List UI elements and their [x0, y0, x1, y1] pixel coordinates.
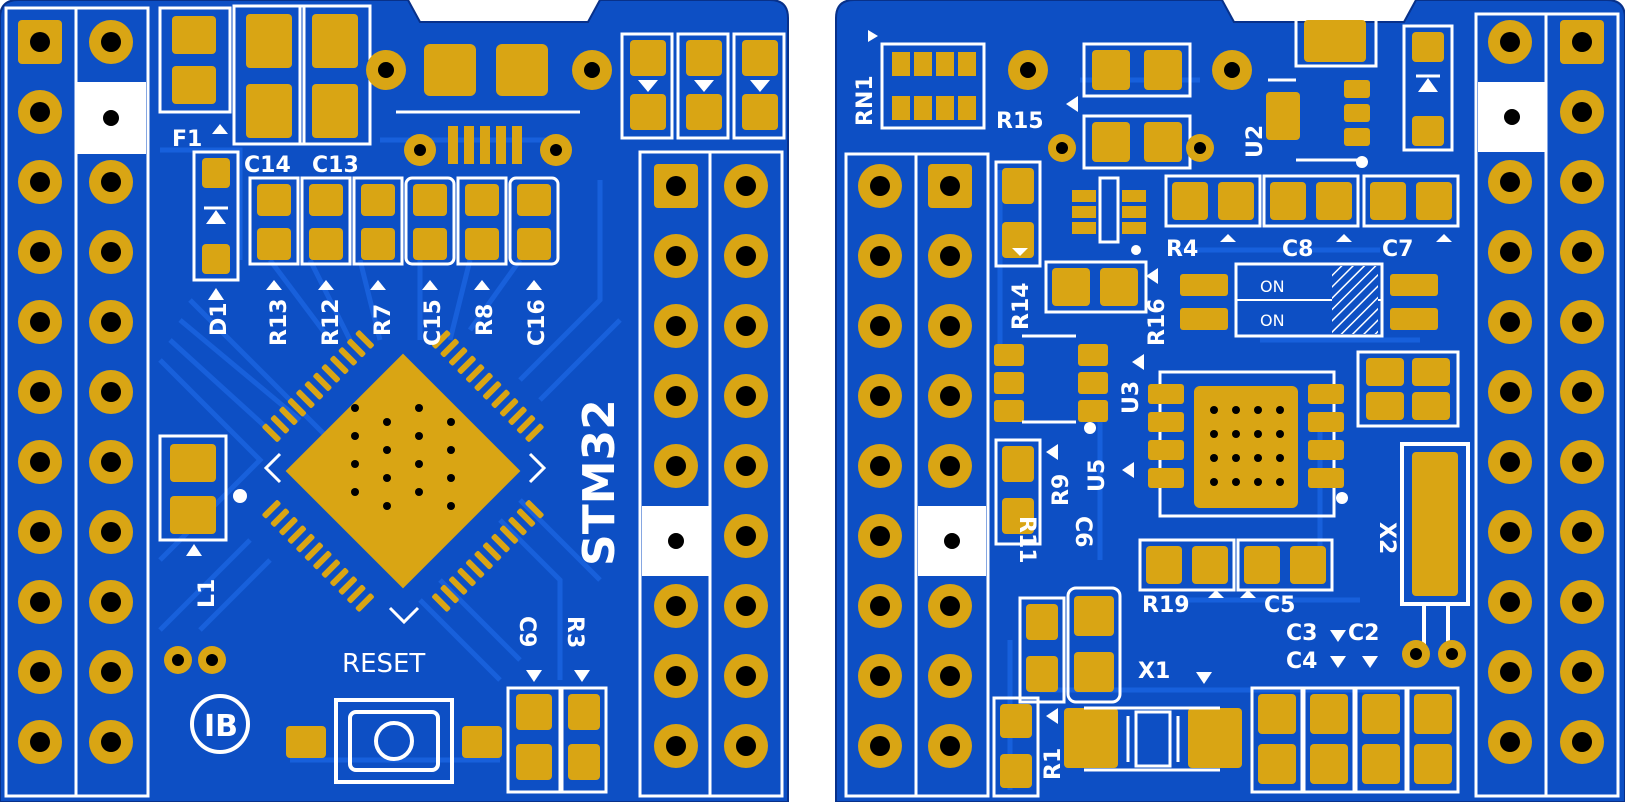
passive-footprint	[508, 176, 560, 266]
label-c8: C8	[1282, 237, 1313, 262]
dip-switch-label-1: ON	[1260, 277, 1285, 296]
mcu-label: STM32	[574, 399, 625, 566]
label-r11: R11	[1014, 516, 1039, 564]
label-l1: L1	[195, 579, 220, 608]
label-f1: F1	[172, 127, 202, 152]
label-c15: C15	[421, 299, 446, 346]
passive-footprint	[248, 176, 300, 266]
label-rn1: RN1	[853, 75, 878, 126]
label-u5: U5	[1085, 459, 1110, 492]
label-d1: D1	[207, 302, 232, 336]
logo-text: IB	[204, 709, 238, 744]
label-c2: C2	[1348, 621, 1379, 646]
label-x1: X1	[1138, 659, 1170, 684]
label-r7: R7	[371, 304, 396, 336]
passive-footprint	[352, 176, 404, 266]
label-c4: C4	[1286, 649, 1317, 674]
u5-chip	[1148, 370, 1348, 518]
l1-footprint	[158, 434, 228, 542]
label-r8: R8	[473, 304, 498, 336]
label-c3: C3	[1286, 621, 1317, 646]
label-r13: R13	[267, 298, 292, 346]
label-c7: C7	[1382, 237, 1413, 262]
left-board: F1 C14 C13 D1 R13 R12 R7 C15 R8 C16 L1 C…	[0, 0, 789, 802]
left-passive-row	[248, 176, 560, 290]
left-header-a-pins	[18, 20, 133, 764]
label-c13: C13	[312, 153, 359, 178]
label-c16: C16	[525, 299, 550, 346]
label-c14: C14	[244, 153, 291, 178]
reset-switch	[286, 698, 502, 784]
cap-cluster	[1250, 686, 1460, 794]
label-r16: R16	[1145, 298, 1170, 346]
f1-footprint	[158, 6, 232, 114]
u2-regulator	[1266, 14, 1378, 168]
reset-label: RESET	[342, 649, 425, 679]
label-r12: R12	[319, 298, 344, 346]
label-r9: R9	[1049, 474, 1074, 506]
label-u3: U3	[1119, 381, 1144, 414]
x2-crystal	[1400, 442, 1470, 606]
right-board: ON ON	[835, 0, 1625, 802]
dip-switch: ON ON	[1180, 262, 1438, 338]
label-u2: U2	[1243, 125, 1268, 158]
ib-logo-icon	[190, 694, 250, 754]
left-top-right-parts	[620, 32, 786, 140]
mcu-qfp48	[233, 330, 547, 625]
passive-footprint	[456, 176, 508, 266]
label-r19: R19	[1142, 593, 1190, 618]
label-c6: C6	[1070, 516, 1095, 547]
usb-connector	[366, 44, 612, 166]
label-r15: R15	[996, 109, 1044, 134]
label-c9: C9	[514, 616, 539, 647]
label-r3: R3	[562, 616, 587, 648]
label-r14: R14	[1009, 282, 1034, 330]
dip-switch-label-2: ON	[1260, 311, 1285, 330]
passive-footprint	[300, 176, 352, 266]
label-x2: X2	[1374, 522, 1399, 554]
passive-footprint	[404, 176, 456, 266]
label-r1: R1	[1041, 748, 1066, 780]
d1-footprint	[192, 150, 240, 282]
rn1-footprint	[880, 42, 986, 130]
label-c5: C5	[1264, 593, 1295, 618]
left-header-b-pins	[654, 164, 768, 768]
label-r4: R4	[1166, 237, 1198, 262]
x1-crystal	[1064, 706, 1242, 772]
